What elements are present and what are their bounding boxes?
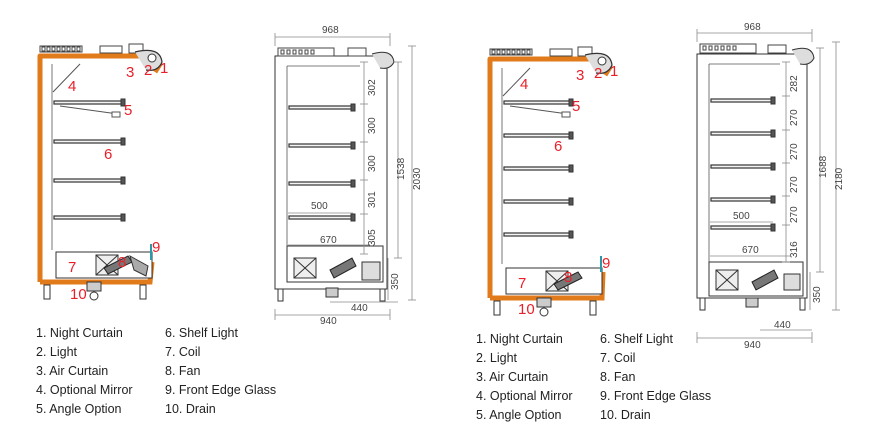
unit1-section-view: 1 2 3 4 5 6 7 8 9 10 [37,43,168,303]
unit2-spacing-4: 270 [789,176,800,193]
callout-8: 8 [564,269,572,286]
callout-7: 7 [518,275,526,292]
unit2-section-view: 1 2 3 4 5 6 7 8 9 10 [487,46,618,318]
callout-9: 9 [152,239,160,256]
unit1-spacing-3: 300 [367,155,378,172]
unit2-width-label: 968 [744,22,761,33]
unit1-base-height: 350 [390,273,401,290]
unit2-dimension-view: 968 500 670 440 940 282 270 270 270 270 … [696,22,845,351]
callout-7: 7 [68,259,76,276]
legend-item: 4. Optional Mirror [36,383,133,397]
callout-6: 6 [104,146,112,163]
unit1-width-label: 968 [322,25,339,36]
unit1-spacing-2: 300 [367,117,378,134]
callout-1: 1 [160,60,168,77]
callout-4: 4 [520,76,528,93]
callout-5: 5 [572,98,580,115]
legend-column-1: 1. Night Curtain 2. Light 3. Air Curtain… [476,330,573,425]
unit1-inner-height: 1538 [396,157,407,180]
unit1-spacing-4: 301 [367,191,378,208]
legend-item: 7. Coil [600,351,636,365]
legend-item: 4. Optional Mirror [476,389,573,403]
legend-item: 7. Coil [165,345,201,359]
legend-item: 10. Drain [165,402,216,416]
callout-9: 9 [602,255,610,272]
legend-item: 3. Air Curtain [476,370,549,384]
legend-column-1: 1. Night Curtain 2. Light 3. Air Curtain… [36,324,133,419]
callout-10: 10 [70,286,87,303]
unit1-total-height: 2030 [412,167,423,190]
unit2-spacing-2: 270 [789,109,800,126]
unit2-shelf-depth-label: 500 [733,211,750,222]
unit1-bottom-width-label: 940 [320,316,337,327]
legend-column-2: 6. Shelf Light 7. Coil 8. Fan 9. Front E… [600,330,711,425]
callout-3: 3 [126,64,134,81]
legend-item: 9. Front Edge Glass [600,389,712,403]
unit2-spacing-5: 270 [789,206,800,223]
legend-item: 9. Front Edge Glass [165,383,277,397]
unit2-total-height: 2180 [834,167,845,190]
unit2-base-height: 350 [812,286,823,303]
callout-2: 2 [594,65,602,82]
legend-item: 1. Night Curtain [36,326,123,340]
unit2-spacing-1: 282 [789,75,800,92]
callout-10: 10 [518,301,535,318]
unit1-foot-depth-label: 440 [351,303,368,314]
legend-item: 8. Fan [165,364,201,378]
legend-item: 5. Angle Option [36,402,122,416]
callout-6: 6 [554,138,562,155]
legend-item: 8. Fan [600,370,636,384]
callout-8: 8 [118,254,126,271]
legend-unit2: 1. Night Curtain 2. Light 3. Air Curtain… [476,330,776,430]
legend-item: 2. Light [476,351,518,365]
unit1-dimension-view: 968 500 670 440 940 302 300 300 301 305 … [274,25,423,327]
unit1-shelf-depth-label: 500 [311,201,328,212]
unit2-base-depth-label: 670 [742,245,759,256]
unit1-base-depth-label: 670 [320,235,337,246]
legend-item: 5. Angle Option [476,408,562,422]
legend-item: 6. Shelf Light [600,332,673,346]
unit2-inner-height: 1688 [818,155,829,178]
legend-item: 3. Air Curtain [36,364,109,378]
callout-2: 2 [144,62,152,79]
legend-item: 2. Light [36,345,78,359]
unit2-bottom-width-label: 940 [744,340,761,351]
legend-item: 10. Drain [600,408,651,422]
callout-4: 4 [68,78,76,95]
unit2-spacing-3: 270 [789,143,800,160]
unit2-spacing-6: 316 [789,241,800,258]
unit1-spacing-5: 305 [367,229,378,246]
legend-column-2: 6. Shelf Light 7. Coil 8. Fan 9. Front E… [165,324,276,419]
legend-unit1: 1. Night Curtain 2. Light 3. Air Curtain… [36,324,336,424]
callout-5: 5 [124,102,132,119]
legend-item: 6. Shelf Light [165,326,238,340]
legend-item: 1. Night Curtain [476,332,563,346]
callout-3: 3 [576,67,584,84]
callout-1: 1 [610,63,618,80]
unit2-foot-depth-label: 440 [774,320,791,331]
unit1-spacing-1: 302 [367,79,378,96]
